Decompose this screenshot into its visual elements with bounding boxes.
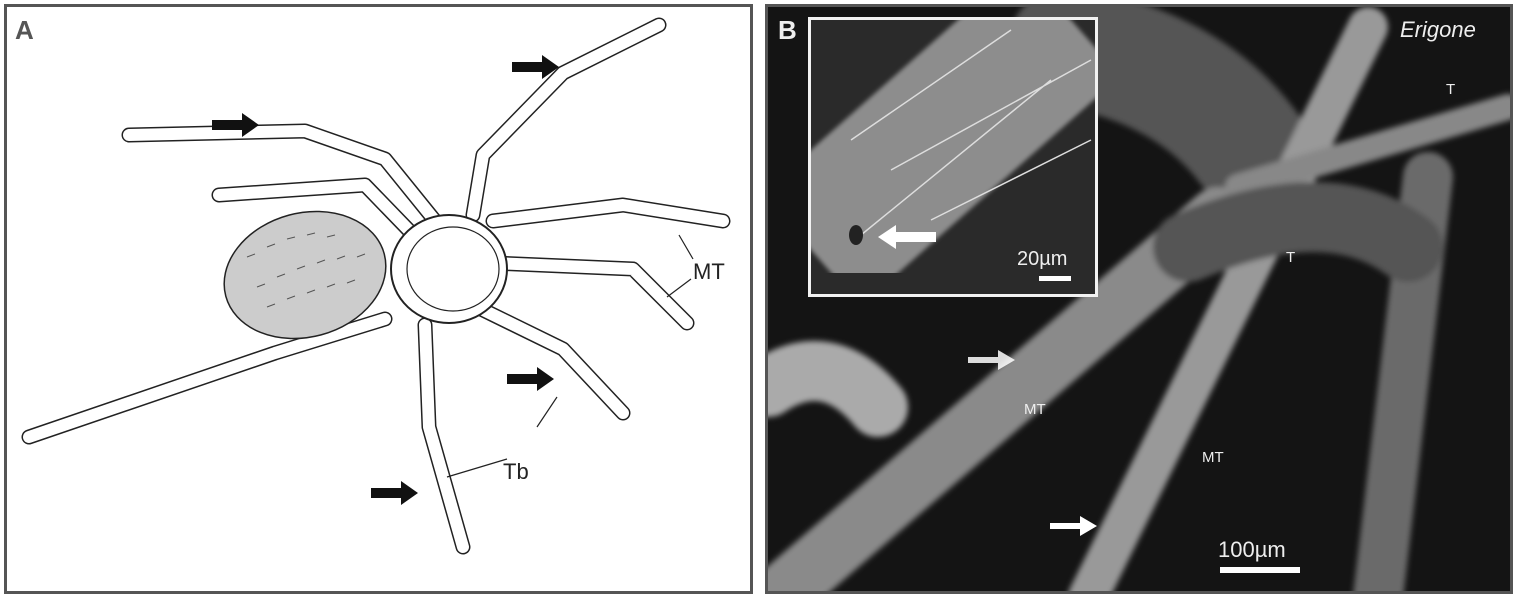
label-metatarsus-2: MT <box>1202 449 1224 466</box>
panel-label: B <box>778 15 797 45</box>
label-metatarsus: MT <box>693 259 725 284</box>
label-tarsus-1: T <box>1446 81 1456 98</box>
genus-label: Erigone <box>1400 17 1476 42</box>
inset-magnified-view: 20µm <box>808 17 1098 297</box>
spider-illustration <box>21 17 731 555</box>
inset-scale-bar-label: 20µm <box>1017 248 1068 270</box>
arrows <box>212 55 559 505</box>
label-tarsus-2: T <box>1286 249 1296 266</box>
panel-a-spider-drawing: A MT Tb <box>4 4 753 594</box>
panel-b-sem-image: 20µm B Erigone T T MT MT 100µm <box>765 4 1513 594</box>
label-tibia: Tb <box>503 459 529 484</box>
scale-bar-label: 100µm <box>1218 537 1286 562</box>
panel-label: A <box>15 15 34 45</box>
label-metatarsus-1: MT <box>1024 401 1046 418</box>
